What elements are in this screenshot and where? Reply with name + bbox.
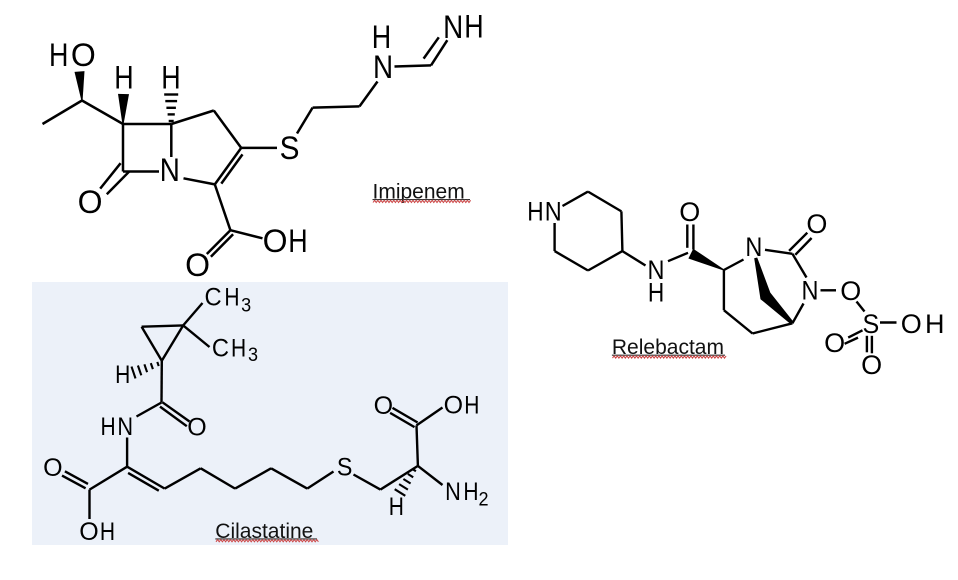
svg-text:N: N xyxy=(373,50,393,85)
svg-text:N: N xyxy=(443,10,463,45)
svg-text:O: O xyxy=(840,276,861,306)
svg-text:O: O xyxy=(79,518,98,546)
svg-text:H: H xyxy=(389,492,404,520)
svg-text:O: O xyxy=(374,392,393,420)
svg-text:S: S xyxy=(337,454,352,482)
svg-text:S: S xyxy=(863,308,880,339)
svg-text:O: O xyxy=(444,392,463,420)
svg-text:O: O xyxy=(263,223,288,259)
svg-text:O: O xyxy=(824,328,845,358)
svg-text:2: 2 xyxy=(478,488,488,510)
svg-text:H: H xyxy=(115,360,130,388)
svg-text:O: O xyxy=(679,197,700,227)
svg-text:H: H xyxy=(648,278,664,308)
svg-text:3: 3 xyxy=(241,294,251,316)
svg-text:H: H xyxy=(100,517,115,545)
svg-text:O: O xyxy=(187,413,206,441)
svg-text:H: H xyxy=(463,477,478,505)
svg-text:H: H xyxy=(925,309,945,339)
svg-text:H: H xyxy=(464,391,479,419)
svg-text:C: C xyxy=(205,284,222,312)
svg-text:O: O xyxy=(71,37,96,73)
svg-text:N: N xyxy=(160,153,180,188)
svg-text:H: H xyxy=(101,412,116,440)
svg-text:O: O xyxy=(861,350,882,380)
svg-text:H: H xyxy=(288,224,307,260)
svg-text:H: H xyxy=(464,10,483,46)
svg-text:C: C xyxy=(212,335,229,363)
svg-text:H: H xyxy=(49,38,68,74)
svg-text:N: N xyxy=(445,477,461,505)
svg-text:O: O xyxy=(43,454,62,482)
svg-text:N: N xyxy=(545,197,562,227)
svg-text:N: N xyxy=(117,413,133,441)
svg-text:S: S xyxy=(280,130,300,166)
svg-text:N: N xyxy=(802,276,819,306)
svg-text:H: H xyxy=(114,60,133,96)
svg-text:O: O xyxy=(806,209,827,239)
svg-text:H: H xyxy=(231,334,246,362)
svg-text:H: H xyxy=(372,20,391,56)
svg-text:O: O xyxy=(185,247,210,283)
svg-text:H: H xyxy=(224,283,239,311)
svg-text:H: H xyxy=(527,196,543,226)
svg-text:3: 3 xyxy=(248,344,258,366)
svg-text:O: O xyxy=(78,184,103,220)
svg-text:O: O xyxy=(901,309,922,339)
svg-text:N: N xyxy=(745,233,762,263)
svg-text:H: H xyxy=(161,60,180,96)
